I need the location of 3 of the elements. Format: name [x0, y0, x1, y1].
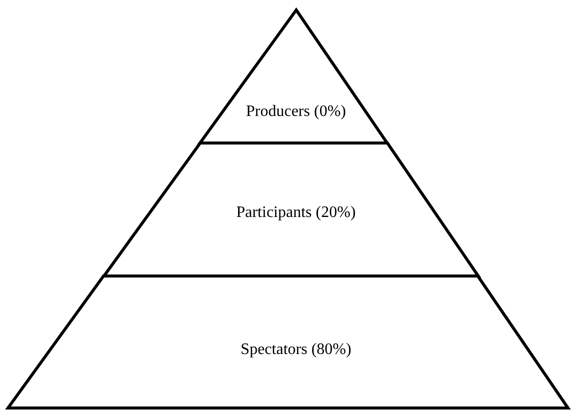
tier-label: Participants (20%) [236, 204, 356, 222]
tier-label: Spectators (80%) [240, 341, 352, 359]
tier-label: Producers (0%) [246, 103, 346, 121]
